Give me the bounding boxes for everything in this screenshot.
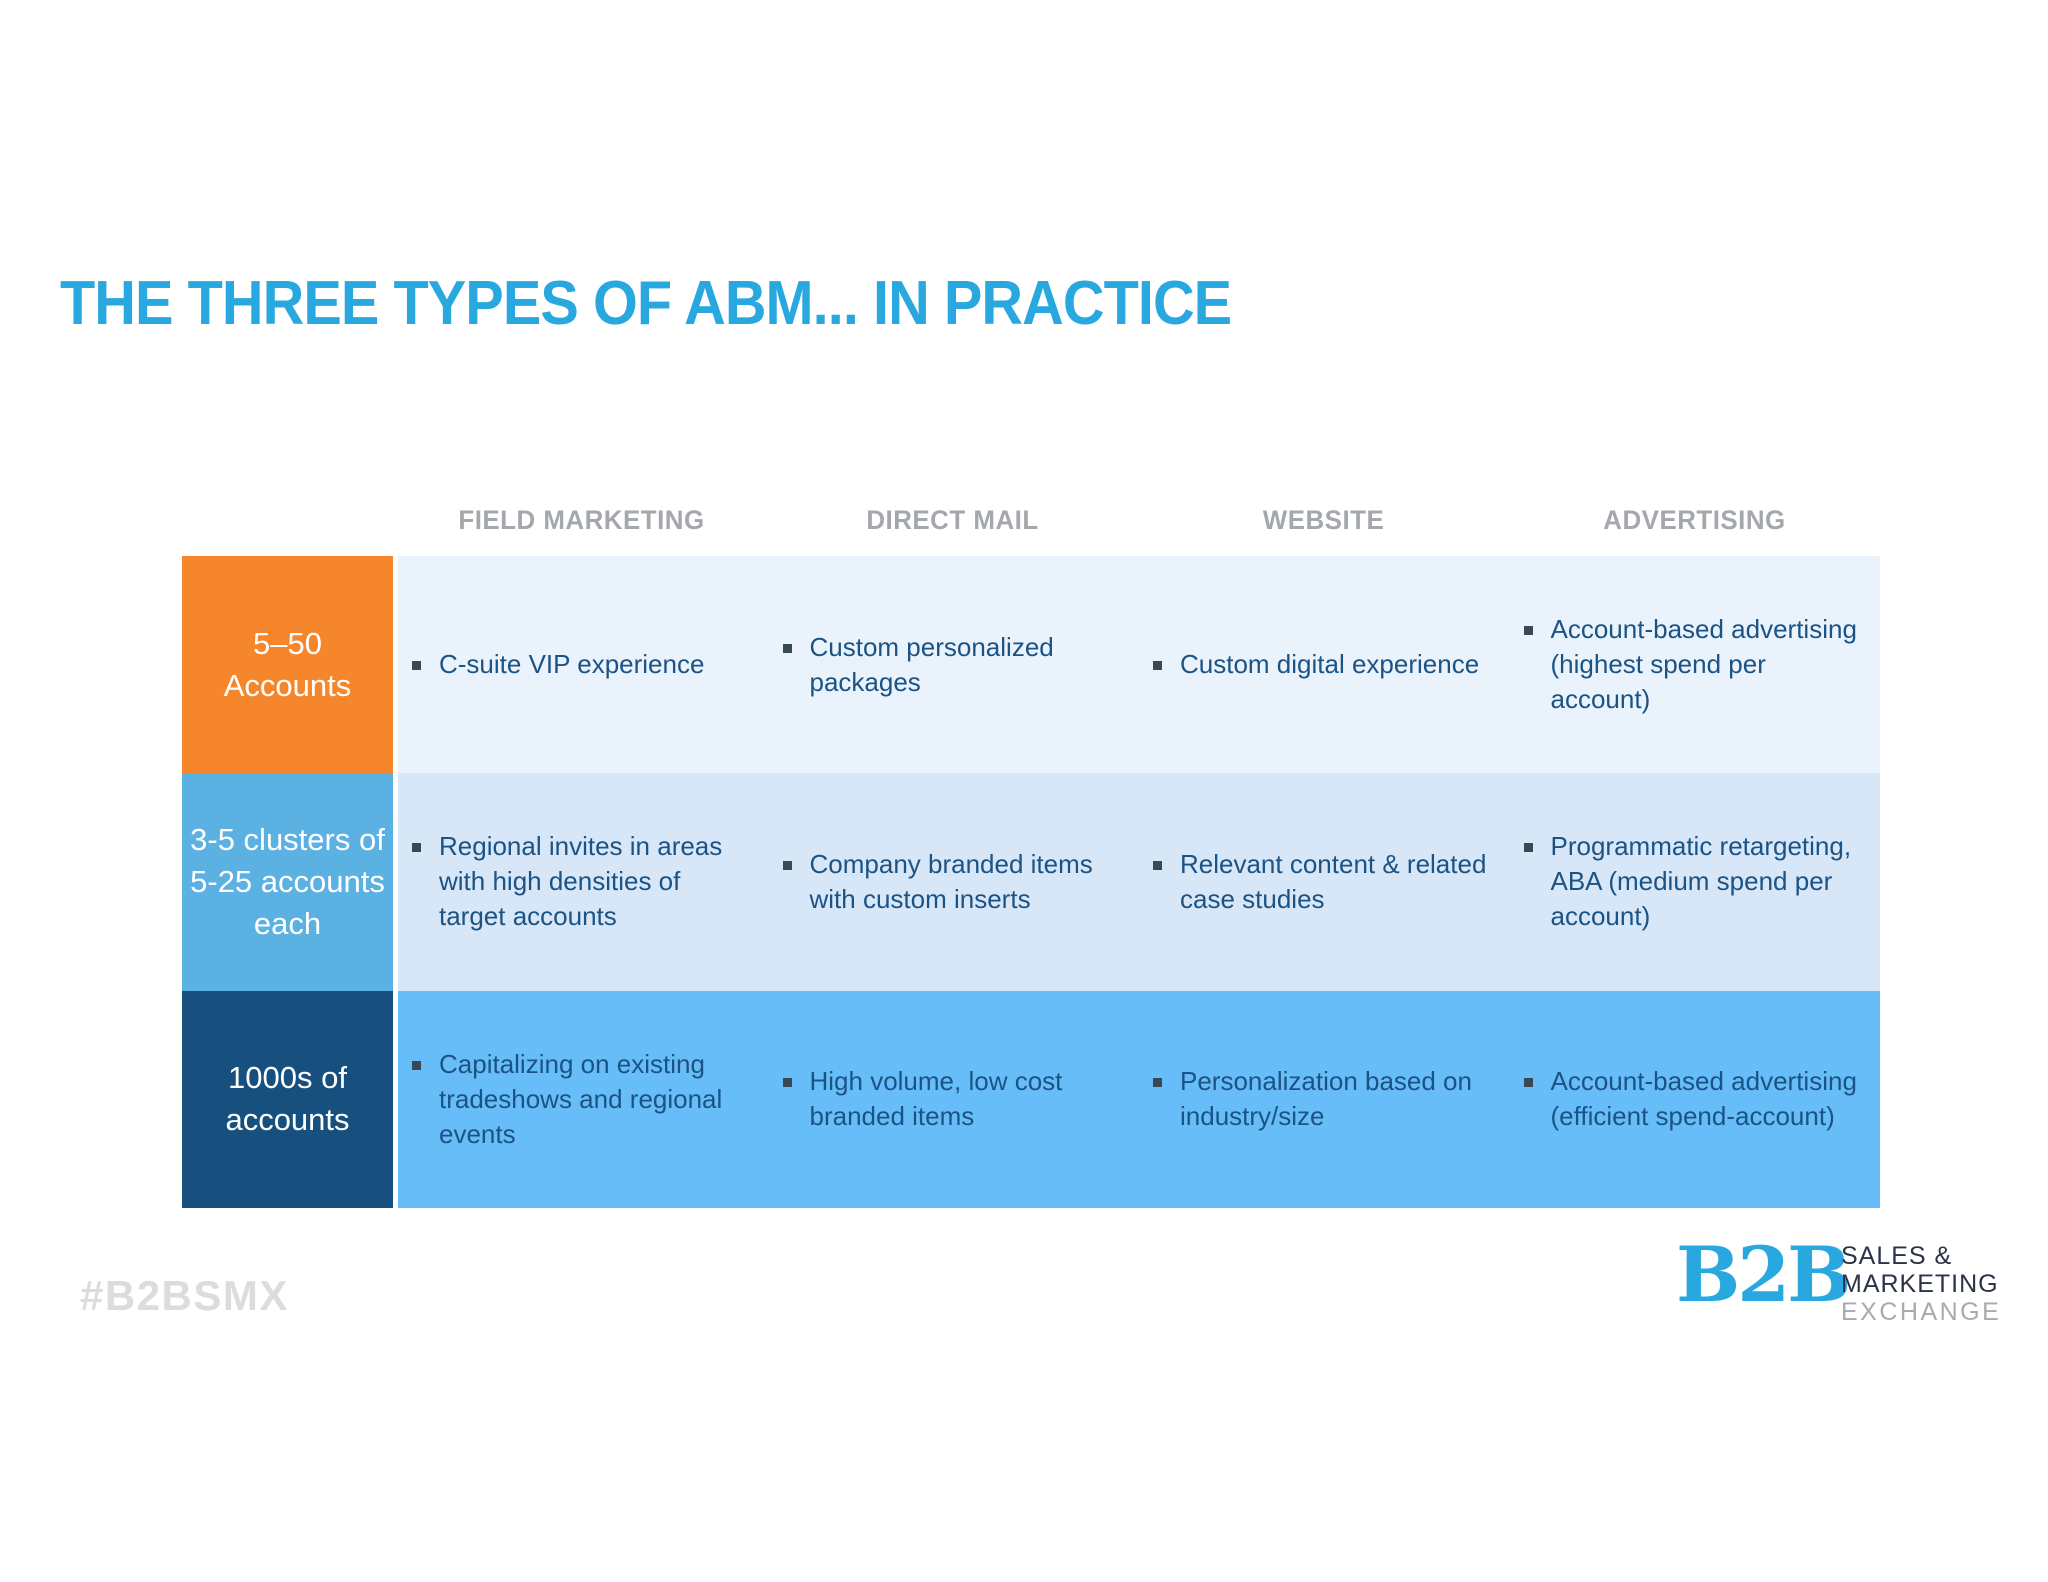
hashtag-b2bsmx: #B2BSMX [80,1272,289,1319]
bullet-icon [1153,860,1162,870]
b2b-smx-logo: B2B SALES & MARKETING EXCHANGE [1676,1230,1999,1338]
cell-text: High volume, low cost branded items [809,1066,1063,1132]
cell-text: Account-based advertising (highest spend… [1550,614,1857,715]
cell-text: Regional invites in areas with high dens… [439,831,723,932]
cell-direct-mail: Custom personalized packages [769,556,1140,773]
cell-text: Account-based advertising (efficient spe… [1550,1066,1857,1132]
cell-text: Programmatic retargeting, ABA (medium sp… [1550,831,1852,932]
column-header-direct-mail: DIRECT MAIL [866,504,1039,535]
logo-line-sales: SALES & [1841,1242,1953,1270]
cell-field-marketing: Capitalizing on existing tradeshows and … [398,991,769,1208]
table-row: 3-5 clusters of 5-25 accounts each Regio… [182,773,1881,991]
bullet-icon [1153,1078,1162,1088]
bullet-icon [1523,1078,1533,1088]
logo-line-marketing: MARKETING [1841,1270,1999,1298]
cell-text: Personalization based on industry/size [1180,1066,1472,1132]
row-label-gap [393,990,398,1208]
bullet-icon [1523,843,1533,853]
cell-field-marketing: C-suite VIP experience [398,556,769,773]
logo-b2b-mark: B2B [1676,1230,1851,1319]
bullet-icon [782,1078,792,1088]
cell-direct-mail: High volume, low cost branded items [769,991,1140,1208]
cell-advertising: Account-based advertising (efficient spe… [1510,991,1881,1208]
logo-line-exchange: EXCHANGE [1841,1298,2002,1326]
bullet-icon [1523,626,1533,636]
row-label-gap [393,556,398,774]
row-label-gap [393,773,398,991]
cell-website: Personalization based on industry/size [1139,991,1510,1208]
logo-wordmark: SALES & MARKETING EXCHANGE [1841,1242,2001,1326]
row-label-3-5-clusters: 3-5 clusters of 5-25 accounts each [182,773,393,991]
column-header-website: WEBSITE [1262,504,1385,535]
table-row: 1000s of accounts Capitalizing on existi… [182,990,1881,1208]
row-cells: Capitalizing on existing tradeshows and … [398,990,1881,1208]
row-label-5-50-accounts: 5–50 Accounts [182,556,393,774]
cell-website: Relevant content & related case studies [1139,773,1510,990]
cell-direct-mail: Company branded items with custom insert… [769,773,1140,990]
cell-text: Relevant content & related case studies [1180,848,1487,914]
column-header-advertising: ADVERTISING [1603,504,1786,535]
bullet-icon [1153,661,1162,671]
cell-advertising: Account-based advertising (highest spend… [1510,556,1881,773]
cell-field-marketing: Regional invites in areas with high dens… [398,773,769,990]
bullet-icon [412,843,421,853]
abm-matrix-table: 5–50 Accounts C-suite VIP experience Cus… [182,556,1880,1208]
cell-text: Custom personalized packages [809,631,1054,697]
table-row: 5–50 Accounts C-suite VIP experience Cus… [182,556,1881,774]
page-title: THE THREE TYPES OF ABM... IN PRACTICE [60,269,1232,338]
row-label-1000s-accounts: 1000s of accounts [182,990,393,1208]
cell-text: C-suite VIP experience [439,649,705,680]
cell-text: Capitalizing on existing tradeshows and … [439,1048,723,1149]
table-column-headers: FIELD MARKETING DIRECT MAIL WEBSITE ADVE… [396,498,1880,542]
bullet-icon [412,661,421,671]
cell-text: Custom digital experience [1180,649,1480,680]
row-cells: Regional invites in areas with high dens… [398,773,1881,991]
cell-website: Custom digital experience [1139,556,1510,773]
column-header-field-marketing: FIELD MARKETING [458,504,705,535]
bullet-icon [782,860,792,870]
cell-advertising: Programmatic retargeting, ABA (medium sp… [1510,773,1881,990]
row-cells: C-suite VIP experience Custom personaliz… [398,556,1881,774]
bullet-icon [782,643,792,653]
bullet-icon [412,1060,421,1070]
cell-text: Company branded items with custom insert… [809,848,1093,914]
